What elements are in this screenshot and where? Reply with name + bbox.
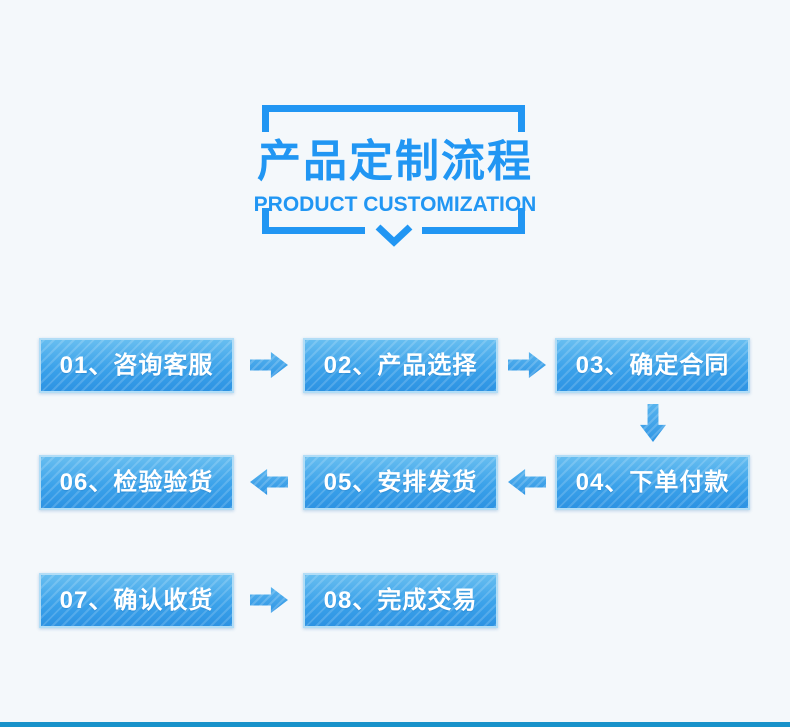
arrow-right-icon: [508, 352, 546, 378]
arrow-left-icon: [250, 469, 288, 495]
title-frame-top-bracket: [262, 105, 525, 132]
arrow-left-icon: [508, 469, 546, 495]
flow-step-05: 05、安排发货: [303, 455, 498, 510]
flow-step-08: 08、完成交易: [303, 573, 498, 628]
arrow-down-icon: [640, 404, 666, 442]
page-title: 产品定制流程: [257, 137, 533, 186]
bottom-accent-bar: [0, 722, 790, 727]
flow-step-01: 01、咨询客服: [39, 338, 234, 393]
flow-step-07: 07、确认收货: [39, 573, 234, 628]
title-frame-bottom-right-bracket: [422, 208, 525, 234]
flow-step-03: 03、确定合同: [555, 338, 750, 393]
title-frame-bottom-left-bracket: [262, 208, 365, 234]
flow-step-02: 02、产品选择: [303, 338, 498, 393]
page-subtitle: PRODUCT CUSTOMIZATION: [253, 193, 537, 216]
flow-step-04: 04、下单付款: [555, 455, 750, 510]
arrow-right-icon: [250, 352, 288, 378]
chevron-down-icon: [375, 224, 413, 247]
flow-step-06: 06、检验验货: [39, 455, 234, 510]
arrow-right-icon: [250, 587, 288, 613]
